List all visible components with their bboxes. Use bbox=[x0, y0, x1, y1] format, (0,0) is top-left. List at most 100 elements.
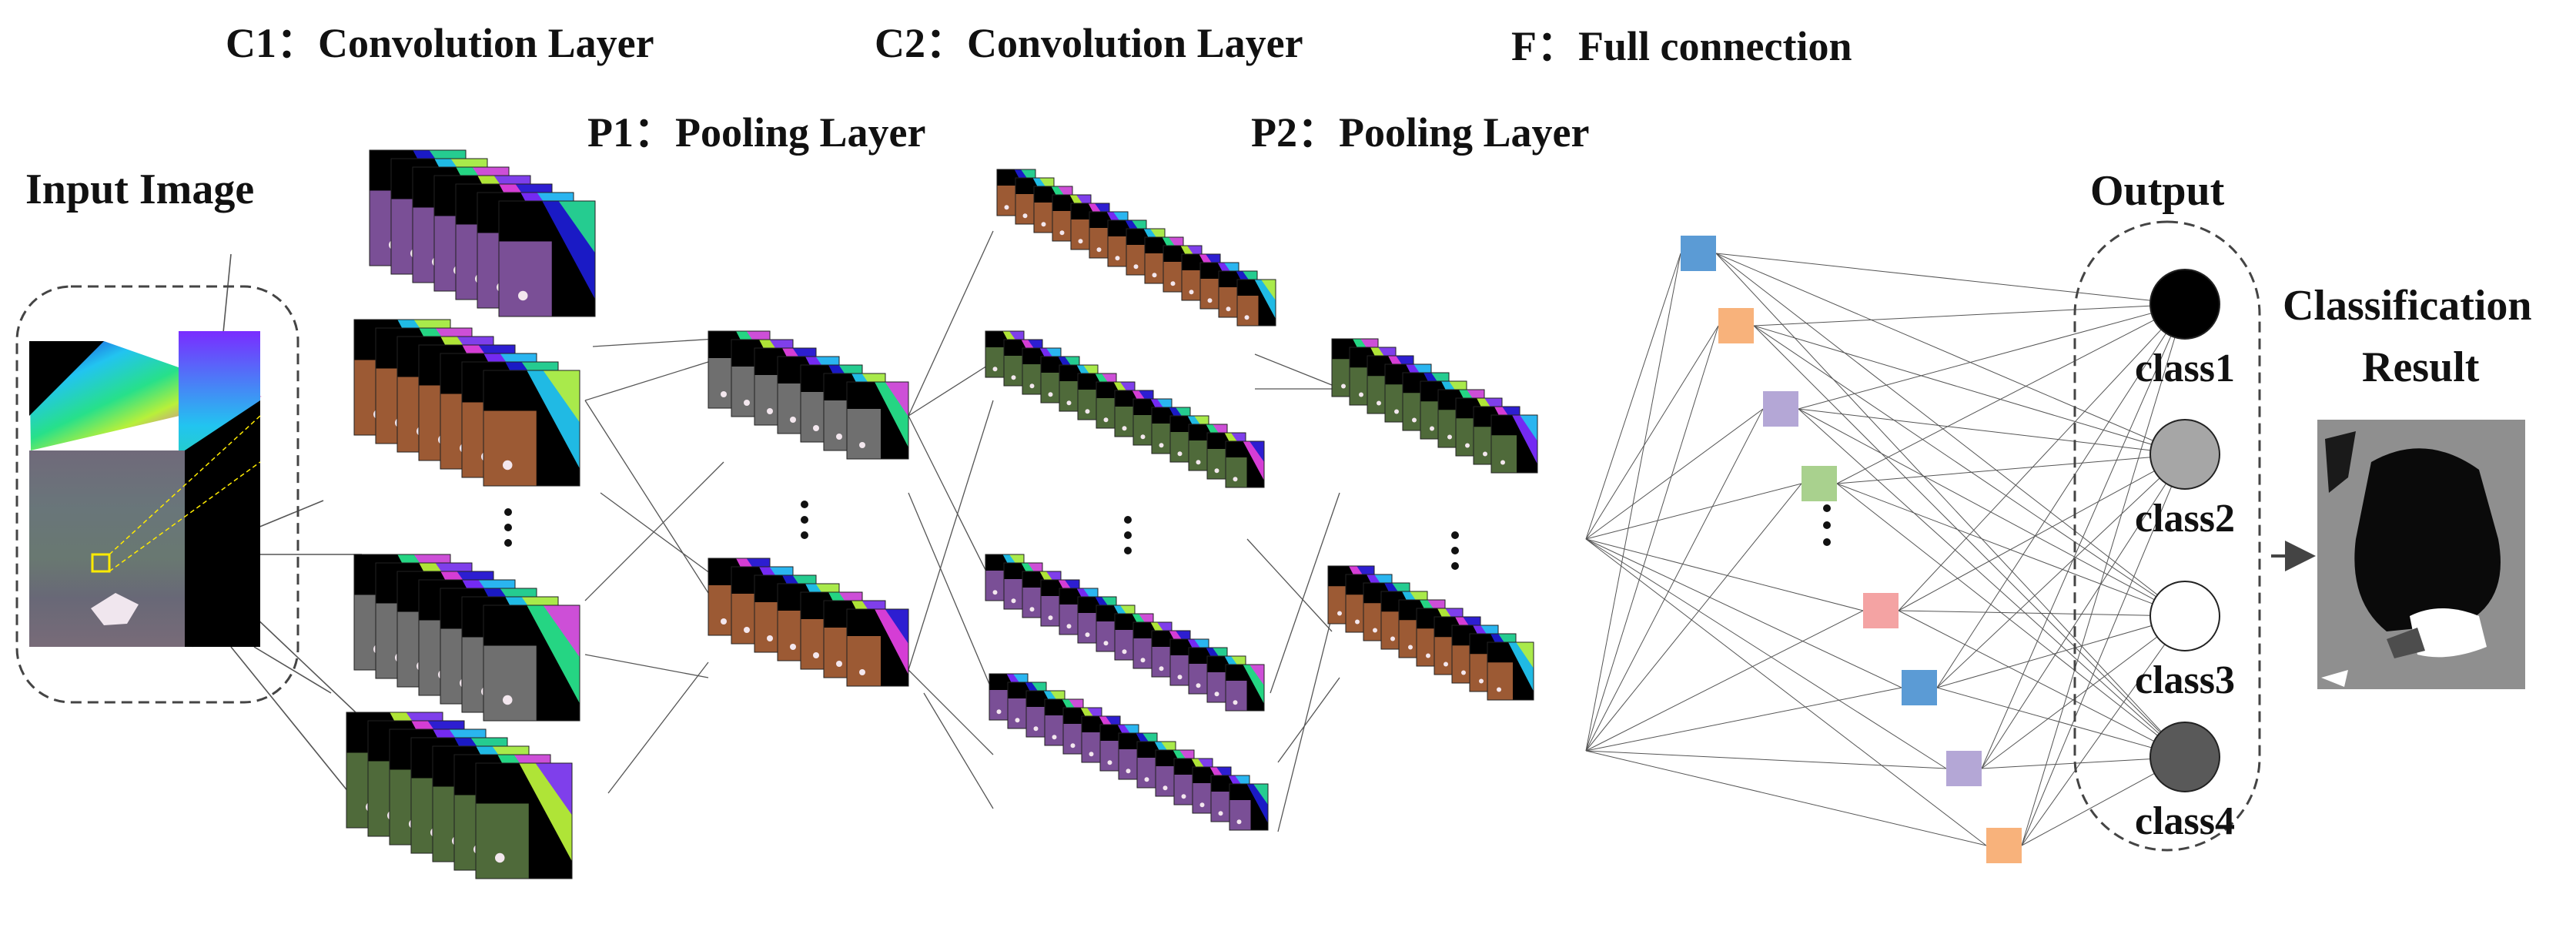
fc-node bbox=[1763, 391, 1798, 427]
connection-line bbox=[1585, 610, 1864, 752]
connection-line bbox=[1585, 687, 1902, 752]
connection-line bbox=[1798, 303, 2186, 410]
connection-line bbox=[1585, 408, 1764, 540]
c1-stack-2 bbox=[353, 319, 580, 487]
feature-map-tile bbox=[846, 608, 909, 687]
feature-map-tile bbox=[483, 604, 580, 722]
f-label: F：Full connection bbox=[1511, 23, 1852, 69]
connection-line bbox=[1936, 303, 2186, 688]
connection-line bbox=[1753, 325, 2186, 617]
connection-line bbox=[1836, 454, 2186, 484]
connection-line bbox=[2021, 303, 2186, 846]
fully-connected-nodes bbox=[1681, 236, 2022, 863]
connection-line bbox=[1715, 253, 2186, 758]
input-patch-highlight bbox=[91, 553, 111, 573]
connection-line bbox=[1981, 454, 2186, 769]
input-cube-top bbox=[29, 341, 262, 450]
c1-label: C1：Convolution Layer bbox=[226, 20, 654, 66]
input-cube-side-dark bbox=[185, 400, 260, 647]
connection-line bbox=[1798, 408, 2186, 617]
c2-stack-1 bbox=[996, 169, 1276, 327]
connection-line bbox=[908, 492, 994, 694]
connection-line bbox=[1254, 353, 1333, 386]
connection-line bbox=[592, 338, 717, 347]
classification-result-map bbox=[2317, 420, 2525, 689]
c2-stack-2 bbox=[985, 330, 1265, 488]
fc-node bbox=[1802, 466, 1837, 501]
fc-node bbox=[1681, 236, 1716, 271]
connection-line bbox=[584, 654, 709, 678]
connection-line bbox=[1277, 584, 1340, 832]
p1-label: P1：Pooling Layer bbox=[587, 109, 925, 156]
c1-stack-4 bbox=[346, 712, 573, 879]
p2-label: P2：Pooling Layer bbox=[1251, 109, 1589, 156]
connection-line bbox=[1836, 483, 2186, 758]
input-image-group bbox=[15, 285, 299, 704]
connection-line bbox=[600, 492, 717, 578]
connection-line bbox=[1898, 454, 2186, 611]
feature-map-tile bbox=[498, 200, 596, 317]
connection-line bbox=[1585, 538, 1987, 846]
ellipsis-dots bbox=[504, 501, 1831, 570]
connection-line bbox=[607, 661, 709, 794]
connection-line bbox=[1585, 325, 1719, 540]
classification-result-label-line2: Result bbox=[2362, 343, 2480, 391]
feature-map-tile bbox=[1490, 414, 1538, 474]
c1-ellipsis bbox=[504, 508, 512, 547]
fc-node bbox=[1902, 670, 1937, 705]
feature-map-tile bbox=[1225, 440, 1265, 488]
connection-line bbox=[1936, 615, 2186, 688]
class-circle bbox=[2149, 722, 2220, 792]
c2-ellipsis bbox=[1124, 516, 1132, 554]
connection-line bbox=[1246, 538, 1333, 632]
feature-map-tile bbox=[1225, 664, 1265, 712]
connection-line bbox=[584, 361, 709, 401]
class-circle bbox=[2149, 581, 2220, 651]
connection-line bbox=[1585, 750, 1987, 846]
connection-line bbox=[1585, 538, 1864, 611]
connection-line bbox=[584, 400, 709, 594]
connection-line bbox=[1898, 610, 2186, 758]
connection-line bbox=[1585, 408, 1764, 752]
connection-line bbox=[1753, 303, 2186, 327]
connection-line bbox=[908, 415, 994, 586]
connection-line bbox=[1585, 483, 1802, 752]
p2-ellipsis bbox=[1451, 531, 1459, 570]
feature-map-tile bbox=[1487, 641, 1534, 701]
connection-line bbox=[1753, 325, 2186, 455]
connection-line bbox=[1936, 687, 2186, 758]
connection-line bbox=[2021, 454, 2186, 846]
feature-map-tile bbox=[1229, 783, 1269, 831]
connection-line bbox=[1585, 253, 1681, 540]
c2-stack-4 bbox=[989, 673, 1269, 831]
connection-line bbox=[1270, 492, 1340, 694]
connection-line bbox=[2021, 615, 2186, 846]
output-label: Output bbox=[2090, 167, 2225, 215]
p1-stack-2 bbox=[708, 558, 909, 687]
connection-line bbox=[908, 361, 994, 417]
class-circle bbox=[2149, 269, 2220, 340]
input-image-bright-patch bbox=[91, 593, 139, 625]
connection-line bbox=[923, 692, 994, 809]
feature-map-tile bbox=[475, 762, 573, 879]
connection-line bbox=[253, 646, 332, 694]
p2-stack-1 bbox=[1331, 338, 1538, 474]
connection-line bbox=[1585, 750, 1947, 769]
feature-map-tile bbox=[1236, 279, 1276, 327]
c2-label: C2：Convolution Layer bbox=[875, 20, 1303, 66]
connection-line bbox=[1898, 303, 2186, 611]
p1-stack-1 bbox=[708, 330, 909, 460]
connection-line bbox=[1836, 303, 2186, 484]
connection-line bbox=[1277, 677, 1340, 763]
connection-line bbox=[1715, 253, 2186, 455]
fc-node bbox=[1863, 593, 1899, 628]
class-label: class1 bbox=[2135, 347, 2235, 390]
fc-node bbox=[1986, 828, 2022, 863]
connection-line bbox=[1753, 325, 2186, 758]
feature-map-tile bbox=[846, 381, 909, 460]
c1-stack-1 bbox=[369, 149, 596, 317]
class-circle bbox=[2149, 419, 2220, 490]
fc-node bbox=[1718, 308, 1754, 343]
